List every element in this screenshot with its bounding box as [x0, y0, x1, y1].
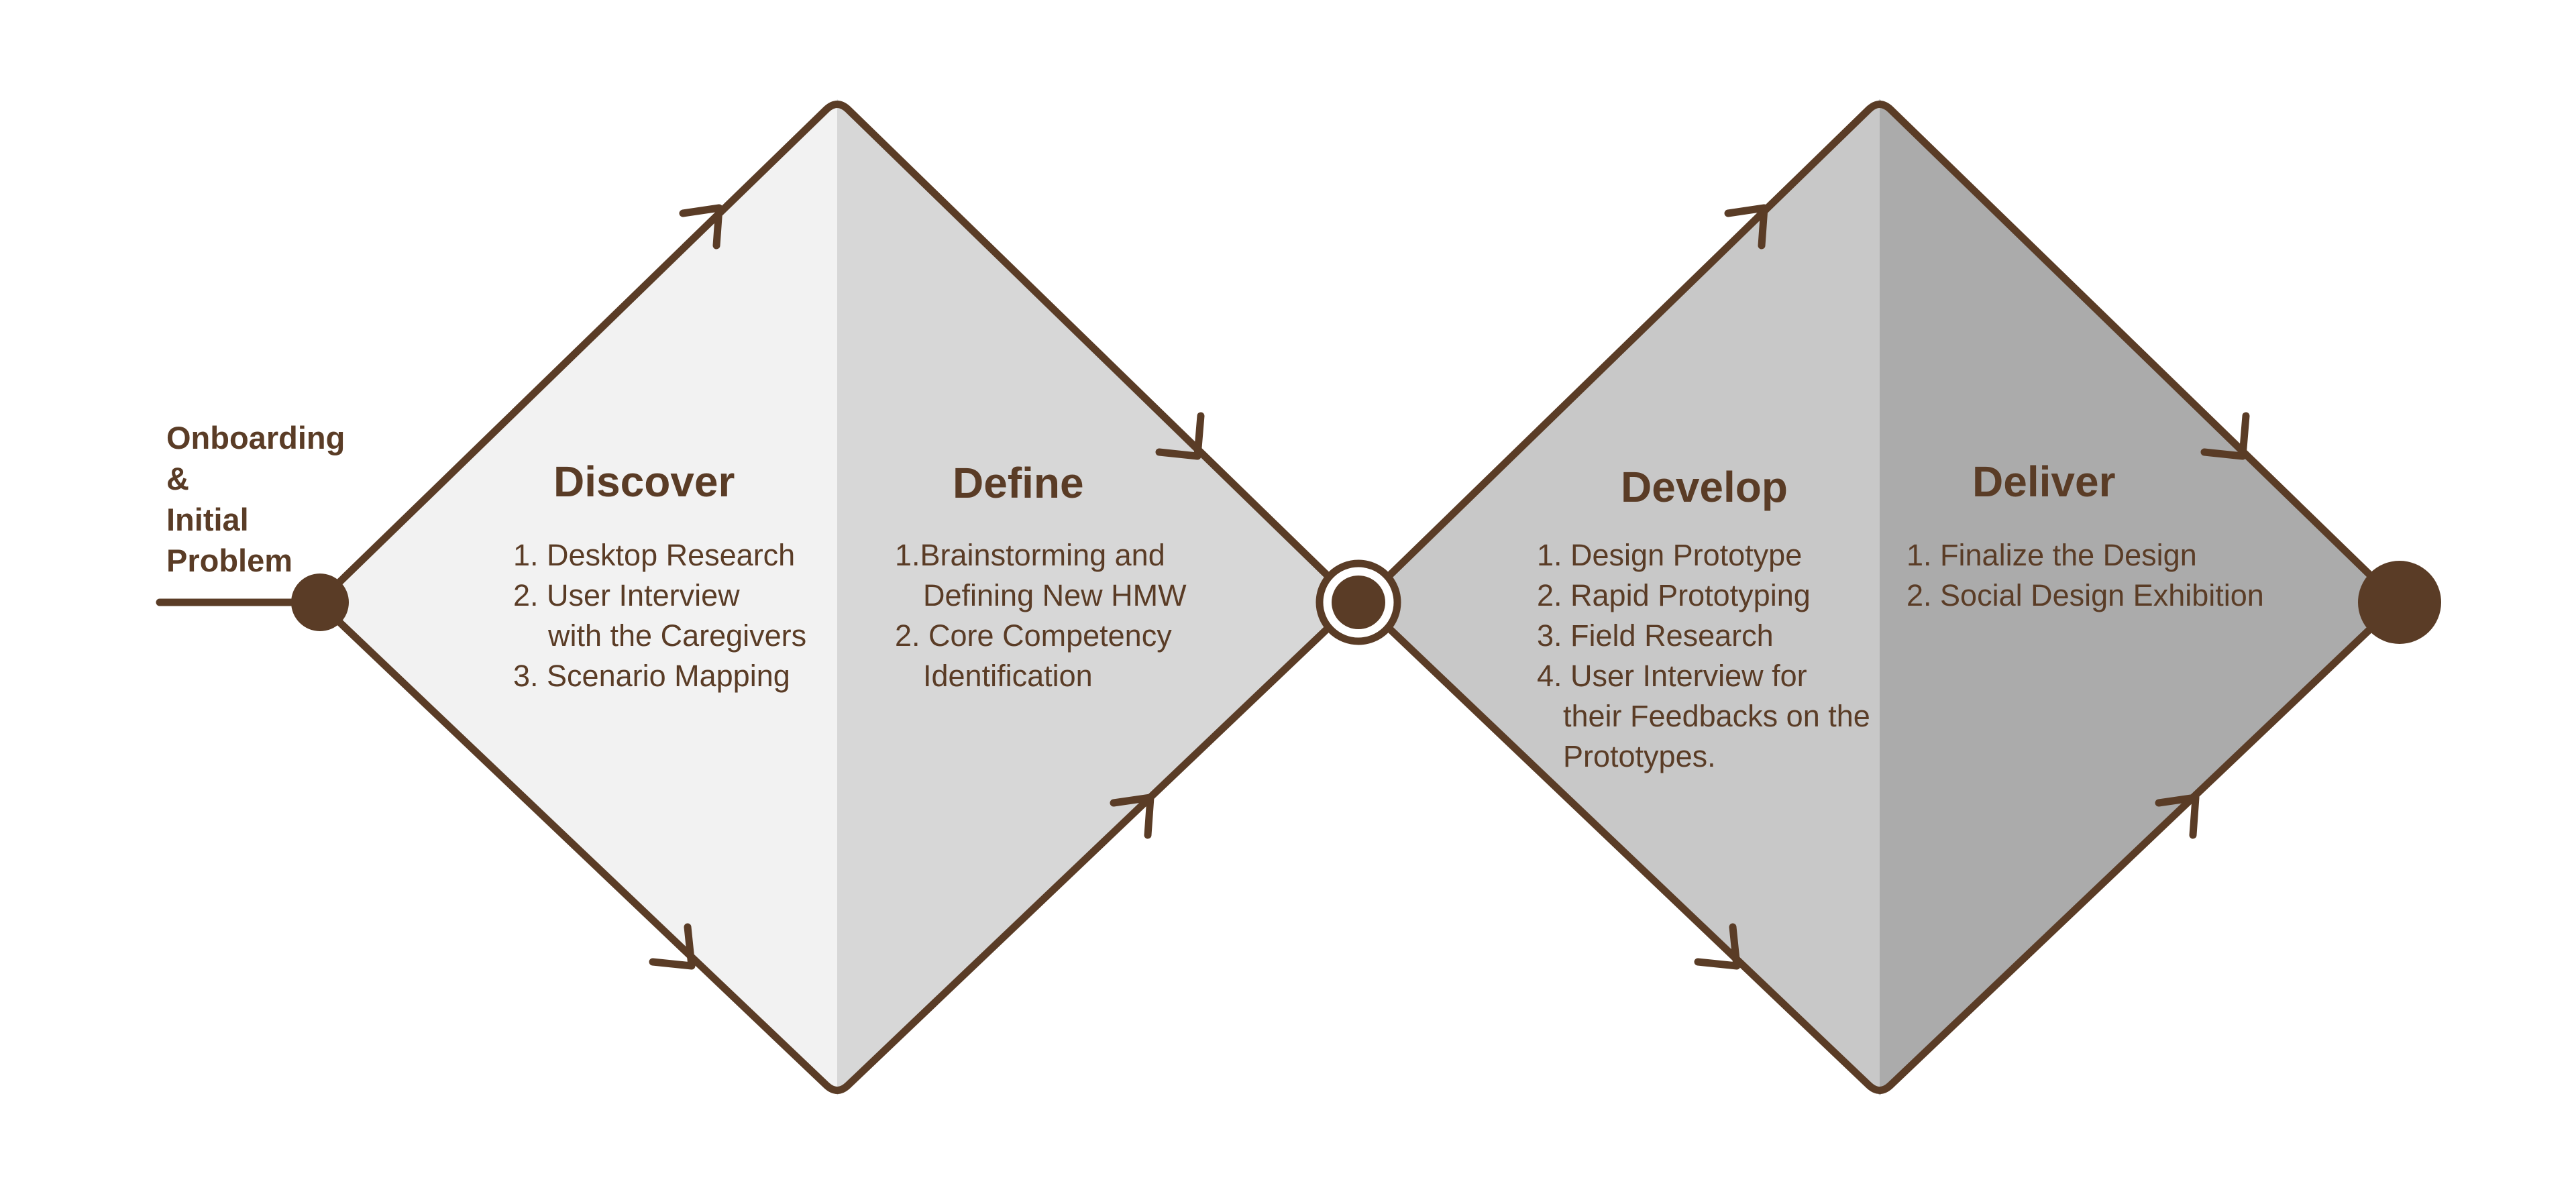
develop-item: 4. User Interview for — [1537, 659, 1807, 693]
discover-item: 1. Desktop Research — [513, 538, 795, 572]
arrow-icon — [2155, 794, 2200, 839]
discover-title: Discover — [553, 457, 735, 506]
define-region — [837, 99, 1355, 1095]
start-label-line: Onboarding — [166, 420, 345, 455]
discover-item: 3. Scenario Mapping — [513, 659, 790, 693]
start-label: Onboarding & Initial Problem — [166, 417, 381, 581]
end-node — [2358, 561, 2441, 644]
discover-item: 2. User Interview — [513, 578, 740, 612]
arrow-icon — [1694, 923, 1741, 970]
arrow-icon — [649, 923, 696, 970]
develop-item: Prototypes. — [1563, 739, 1716, 773]
develop-item: 3. Field Research — [1537, 618, 1774, 653]
develop-item: 2. Rapid Prototyping — [1537, 578, 1811, 612]
define-item: 2. Core Competency — [895, 618, 1172, 653]
arrow-icon — [679, 204, 723, 250]
midpoint-node — [1332, 576, 1385, 629]
define-item: Identification — [923, 659, 1093, 693]
define-item: Defining New HMW — [923, 578, 1187, 612]
arrow-icon — [1155, 412, 1205, 460]
develop-title: Develop — [1621, 463, 1788, 511]
arrow-icon — [1110, 794, 1155, 839]
deliver-title: Deliver — [1972, 457, 2115, 506]
deliver-item: 1. Finalize the Design — [1907, 538, 2197, 572]
start-node — [291, 574, 349, 631]
discover-region — [319, 99, 837, 1095]
develop-region — [1362, 99, 1880, 1095]
start-label-line: & — [166, 461, 189, 496]
arrow-icon — [2200, 412, 2250, 460]
start-label-line: Initial — [166, 502, 249, 537]
define-title: Define — [953, 459, 1084, 507]
deliver-region — [1880, 99, 2398, 1095]
deliver-item: 2. Social Design Exhibition — [1907, 578, 2264, 612]
define-item: 1.Brainstorming and — [895, 538, 1165, 572]
arrow-icon — [1724, 204, 1768, 250]
develop-item: 1. Design Prototype — [1537, 538, 1802, 572]
discover-item: with the Caregivers — [547, 618, 806, 653]
develop-item: their Feedbacks on the — [1563, 699, 1870, 733]
start-label-line: Problem — [166, 543, 293, 578]
